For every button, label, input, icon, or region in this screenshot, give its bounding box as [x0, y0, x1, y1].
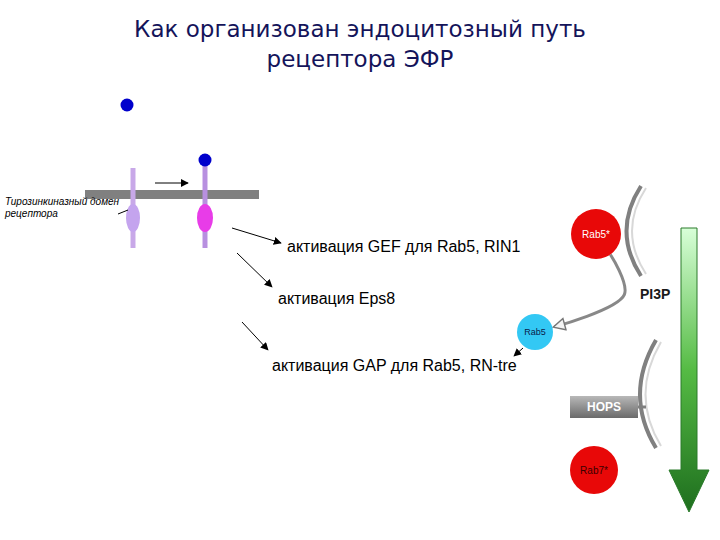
- kinase-domain: [197, 204, 213, 232]
- node-text: Rab5: [524, 327, 546, 337]
- ligand-dot: [199, 154, 212, 167]
- domain-label: Тирозинкиназный домен рецептора: [5, 196, 123, 220]
- node-text: Rab7*: [580, 465, 608, 476]
- endosome-membrane: [646, 342, 662, 446]
- transition-arrow: [554, 254, 625, 326]
- signal-arrow: [242, 322, 268, 350]
- signal-arrow: [232, 228, 281, 243]
- leader-line: [118, 210, 128, 214]
- endosome-membrane: [632, 188, 646, 274]
- maturation-arrow: [669, 228, 709, 512]
- node-text: Rab5*: [582, 229, 610, 240]
- node-text: HOPS: [587, 400, 621, 414]
- signal-arrow: [237, 253, 272, 287]
- lipid-label: PI3P: [640, 286, 670, 302]
- process-label: активация GAP для Rab5, RN-tre: [272, 357, 517, 375]
- kinase-domain: [126, 204, 140, 232]
- signal-arrow: [514, 348, 523, 356]
- ligand-dot: [121, 99, 134, 112]
- process-label: активация Eps8: [278, 290, 395, 308]
- activation-arrow: [155, 183, 188, 184]
- process-label: активация GEF для Rab5, RIN1: [287, 238, 520, 256]
- hops-complex: HOPS: [570, 396, 638, 418]
- rab7-active: Rab7*: [570, 446, 618, 494]
- rab5-inactive: Rab5: [517, 314, 553, 350]
- diagram-title: Как организован эндоцитозный путь рецепт…: [90, 14, 630, 74]
- rab5-active: Rab5*: [571, 209, 621, 259]
